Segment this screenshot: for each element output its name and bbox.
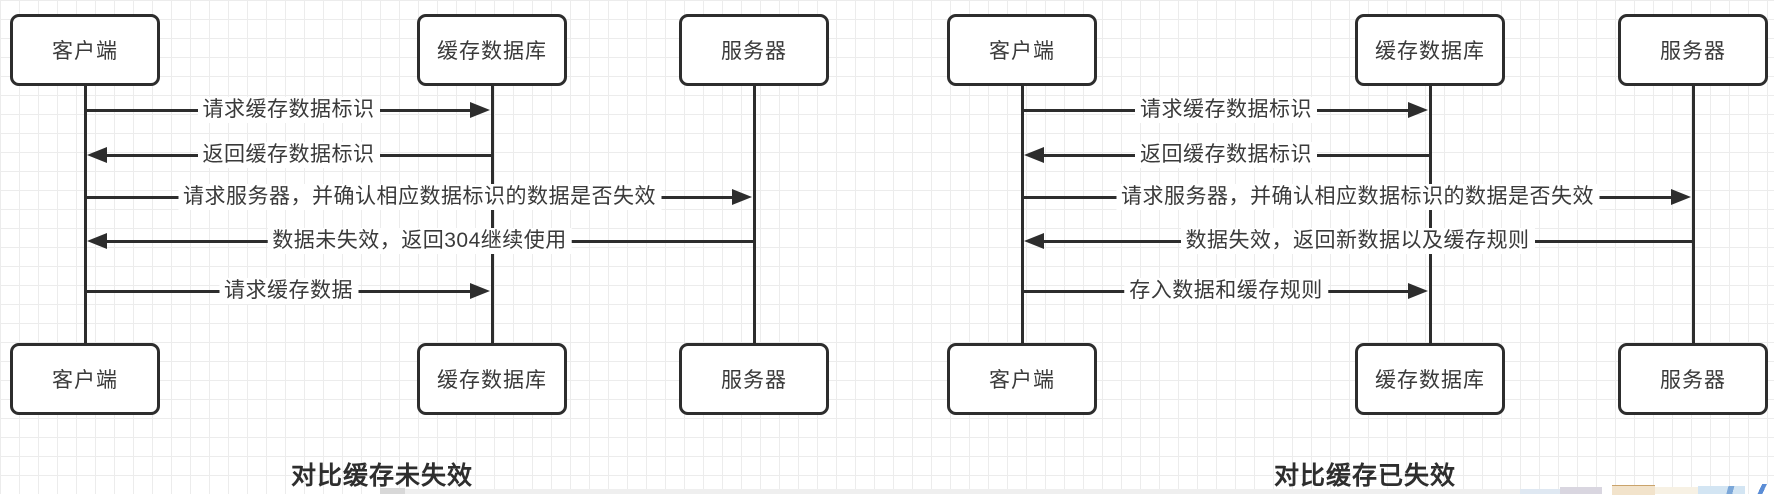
actor-box-cache-db-bottom-right: 缓存数据库 bbox=[1355, 343, 1505, 415]
message-label-5-left: 请求缓存数据 bbox=[219, 278, 358, 304]
actor-box-cache-db-top-left: 缓存数据库 bbox=[417, 14, 567, 86]
lifeline-client-right bbox=[1021, 86, 1024, 343]
peek-fragment-blue-stripe bbox=[1752, 484, 1774, 494]
actor-box-cache-db-bottom-left: 缓存数据库 bbox=[417, 343, 567, 415]
lifeline-cache-db-left bbox=[491, 86, 494, 343]
bottom-edge-notch bbox=[380, 488, 405, 494]
message-label-4-left: 数据未失效，返回304继续使用 bbox=[267, 228, 572, 254]
message-arrowhead-3-left bbox=[732, 189, 752, 205]
diagram-title-cache-valid: 对比缓存未失效 bbox=[290, 462, 474, 490]
actor-box-cache-db-top-right: 缓存数据库 bbox=[1355, 14, 1505, 86]
diagram-title-cache-invalid: 对比缓存已失效 bbox=[1273, 462, 1457, 490]
message-arrowhead-3-right bbox=[1671, 189, 1691, 205]
message-label-1-left: 请求缓存数据标识 bbox=[197, 97, 380, 123]
peek-fragment-blue-2 bbox=[1698, 486, 1745, 494]
message-arrowhead-5-right bbox=[1408, 283, 1428, 299]
actor-box-client-bottom-right: 客户端 bbox=[947, 343, 1097, 415]
peek-fragment-lavender bbox=[1560, 487, 1602, 494]
actor-box-server-top-left: 服务器 bbox=[679, 14, 829, 86]
message-label-3-left: 请求服务器，并确认相应数据标识的数据是否失效 bbox=[178, 184, 661, 210]
message-arrowhead-4-right bbox=[1024, 233, 1044, 249]
lifeline-server-right bbox=[1692, 86, 1695, 343]
actor-box-server-bottom-left: 服务器 bbox=[679, 343, 829, 415]
bottom-edge-shadow bbox=[405, 489, 1555, 494]
message-arrowhead-4-left bbox=[87, 233, 107, 249]
peek-fragment-beige bbox=[1612, 485, 1655, 495]
lifeline-cache-db-right bbox=[1429, 86, 1432, 343]
actor-box-server-top-right: 服务器 bbox=[1618, 14, 1768, 86]
message-label-4-right: 数据失效，返回新数据以及缓存规则 bbox=[1180, 228, 1535, 254]
message-label-5-right: 存入数据和缓存规则 bbox=[1124, 278, 1328, 304]
actor-box-client-top-left: 客户端 bbox=[10, 14, 160, 86]
message-arrowhead-2-right bbox=[1024, 147, 1044, 163]
actor-box-server-bottom-right: 服务器 bbox=[1618, 343, 1768, 415]
actor-box-client-bottom-left: 客户端 bbox=[10, 343, 160, 415]
message-label-3-right: 请求服务器，并确认相应数据标识的数据是否失效 bbox=[1116, 184, 1599, 210]
message-arrowhead-1-left bbox=[470, 102, 490, 118]
message-arrowhead-1-right bbox=[1408, 102, 1428, 118]
lifeline-server-left bbox=[753, 86, 756, 343]
peek-fragment-blue-1 bbox=[1520, 489, 1560, 494]
message-label-2-left: 返回缓存数据标识 bbox=[197, 142, 380, 168]
message-arrowhead-2-left bbox=[87, 147, 107, 163]
message-arrowhead-5-left bbox=[470, 283, 490, 299]
actor-box-client-top-right: 客户端 bbox=[947, 14, 1097, 86]
lifeline-client-left bbox=[84, 86, 87, 343]
message-label-2-right: 返回缓存数据标识 bbox=[1135, 142, 1317, 168]
message-label-1-right: 请求缓存数据标识 bbox=[1135, 97, 1317, 123]
peek-fragment-cream bbox=[1655, 487, 1698, 494]
